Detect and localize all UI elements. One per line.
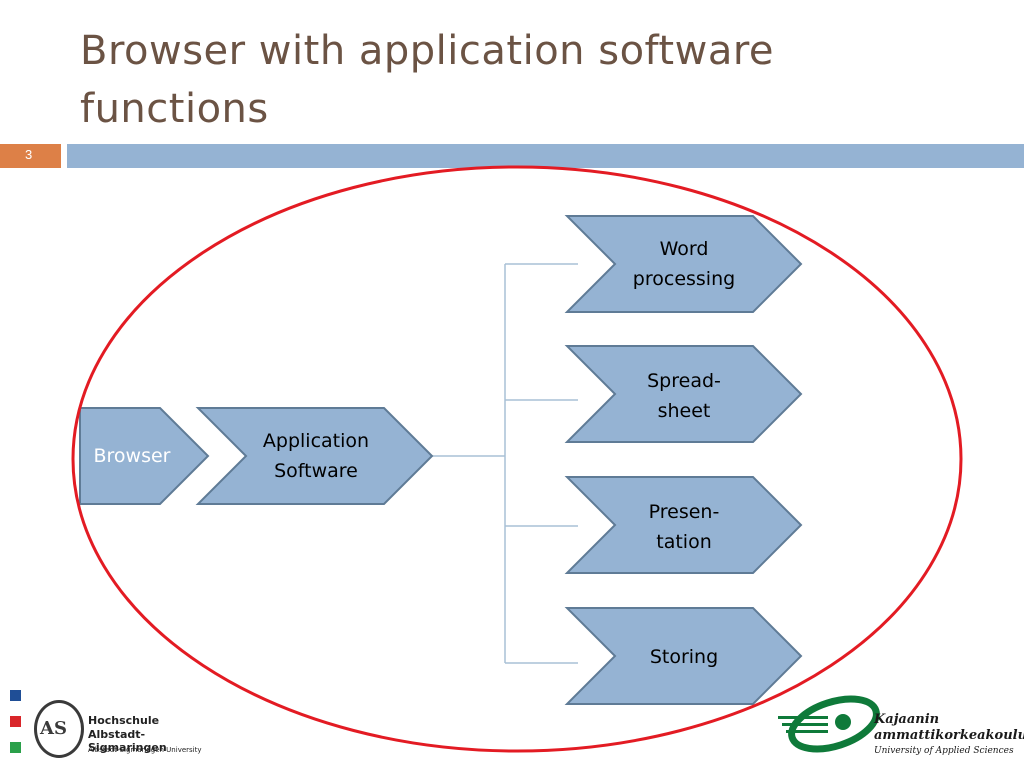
kajaani-logo: Kajaanin ammattikorkeakoulu University o… — [776, 688, 1024, 764]
presentation-line2: tation — [656, 531, 712, 553]
kajaani-name-line3: University of Applied Sciences — [874, 746, 1014, 756]
presentation-label: Presen- tation — [594, 497, 774, 557]
application-software-line1: Application — [262, 430, 370, 452]
storing-label: Storing — [649, 646, 719, 668]
logo-square-red — [10, 716, 21, 727]
slide-title: Browser with application software functi… — [80, 22, 980, 138]
spreadsheet-line2: sheet — [657, 400, 711, 422]
logo-square-green — [10, 742, 21, 753]
slide-number-box — [0, 144, 61, 168]
spreadsheet-line1: Spread- — [647, 370, 721, 392]
hochschule-logo: AS Hochschule Albstadt-Sigmaringen Albst… — [6, 688, 216, 764]
slide-title-line1: Browser with application software — [80, 28, 775, 74]
application-software-chevron — [195, 407, 434, 505]
word-processing-line2: processing — [632, 268, 736, 290]
presentation-chevron — [564, 476, 803, 574]
hochschule-name-line2: Albstadt-Sigmaringen — [88, 728, 167, 754]
spreadsheet-label: Spread- sheet — [594, 366, 774, 426]
word-processing-label: Word processing — [594, 234, 774, 294]
hochschule-name-line3: Albstadt-Sigmaringen University — [88, 746, 202, 754]
word-processing-chevron — [564, 215, 803, 313]
spreadsheet-chevron — [564, 345, 803, 443]
connector-lines — [432, 263, 578, 664]
kajaani-name-line1: Kajaanin — [874, 712, 940, 727]
browser-label: Browser — [93, 445, 171, 467]
title-band — [67, 144, 1024, 168]
storing-chevron — [564, 607, 803, 705]
word-processing-line1: Word — [659, 238, 709, 260]
kajaani-name-line2: ammattikorkeakoulu — [874, 728, 1024, 743]
application-software-label: Application Software — [226, 426, 406, 486]
browser-shape — [79, 407, 210, 505]
application-software-line2: Software — [274, 460, 358, 482]
as-emblem-text: AS — [40, 718, 67, 739]
kajaani-logo-mark — [778, 695, 880, 753]
slide-number: 3 — [25, 147, 33, 162]
presentation-line1: Presen- — [648, 501, 720, 523]
as-emblem-icon — [34, 700, 84, 758]
highlight-ellipse — [71, 165, 963, 753]
logo-square-blue — [10, 690, 21, 701]
hochschule-name-line1: Hochschule — [88, 714, 160, 727]
slide-title-line2: functions — [80, 86, 269, 132]
